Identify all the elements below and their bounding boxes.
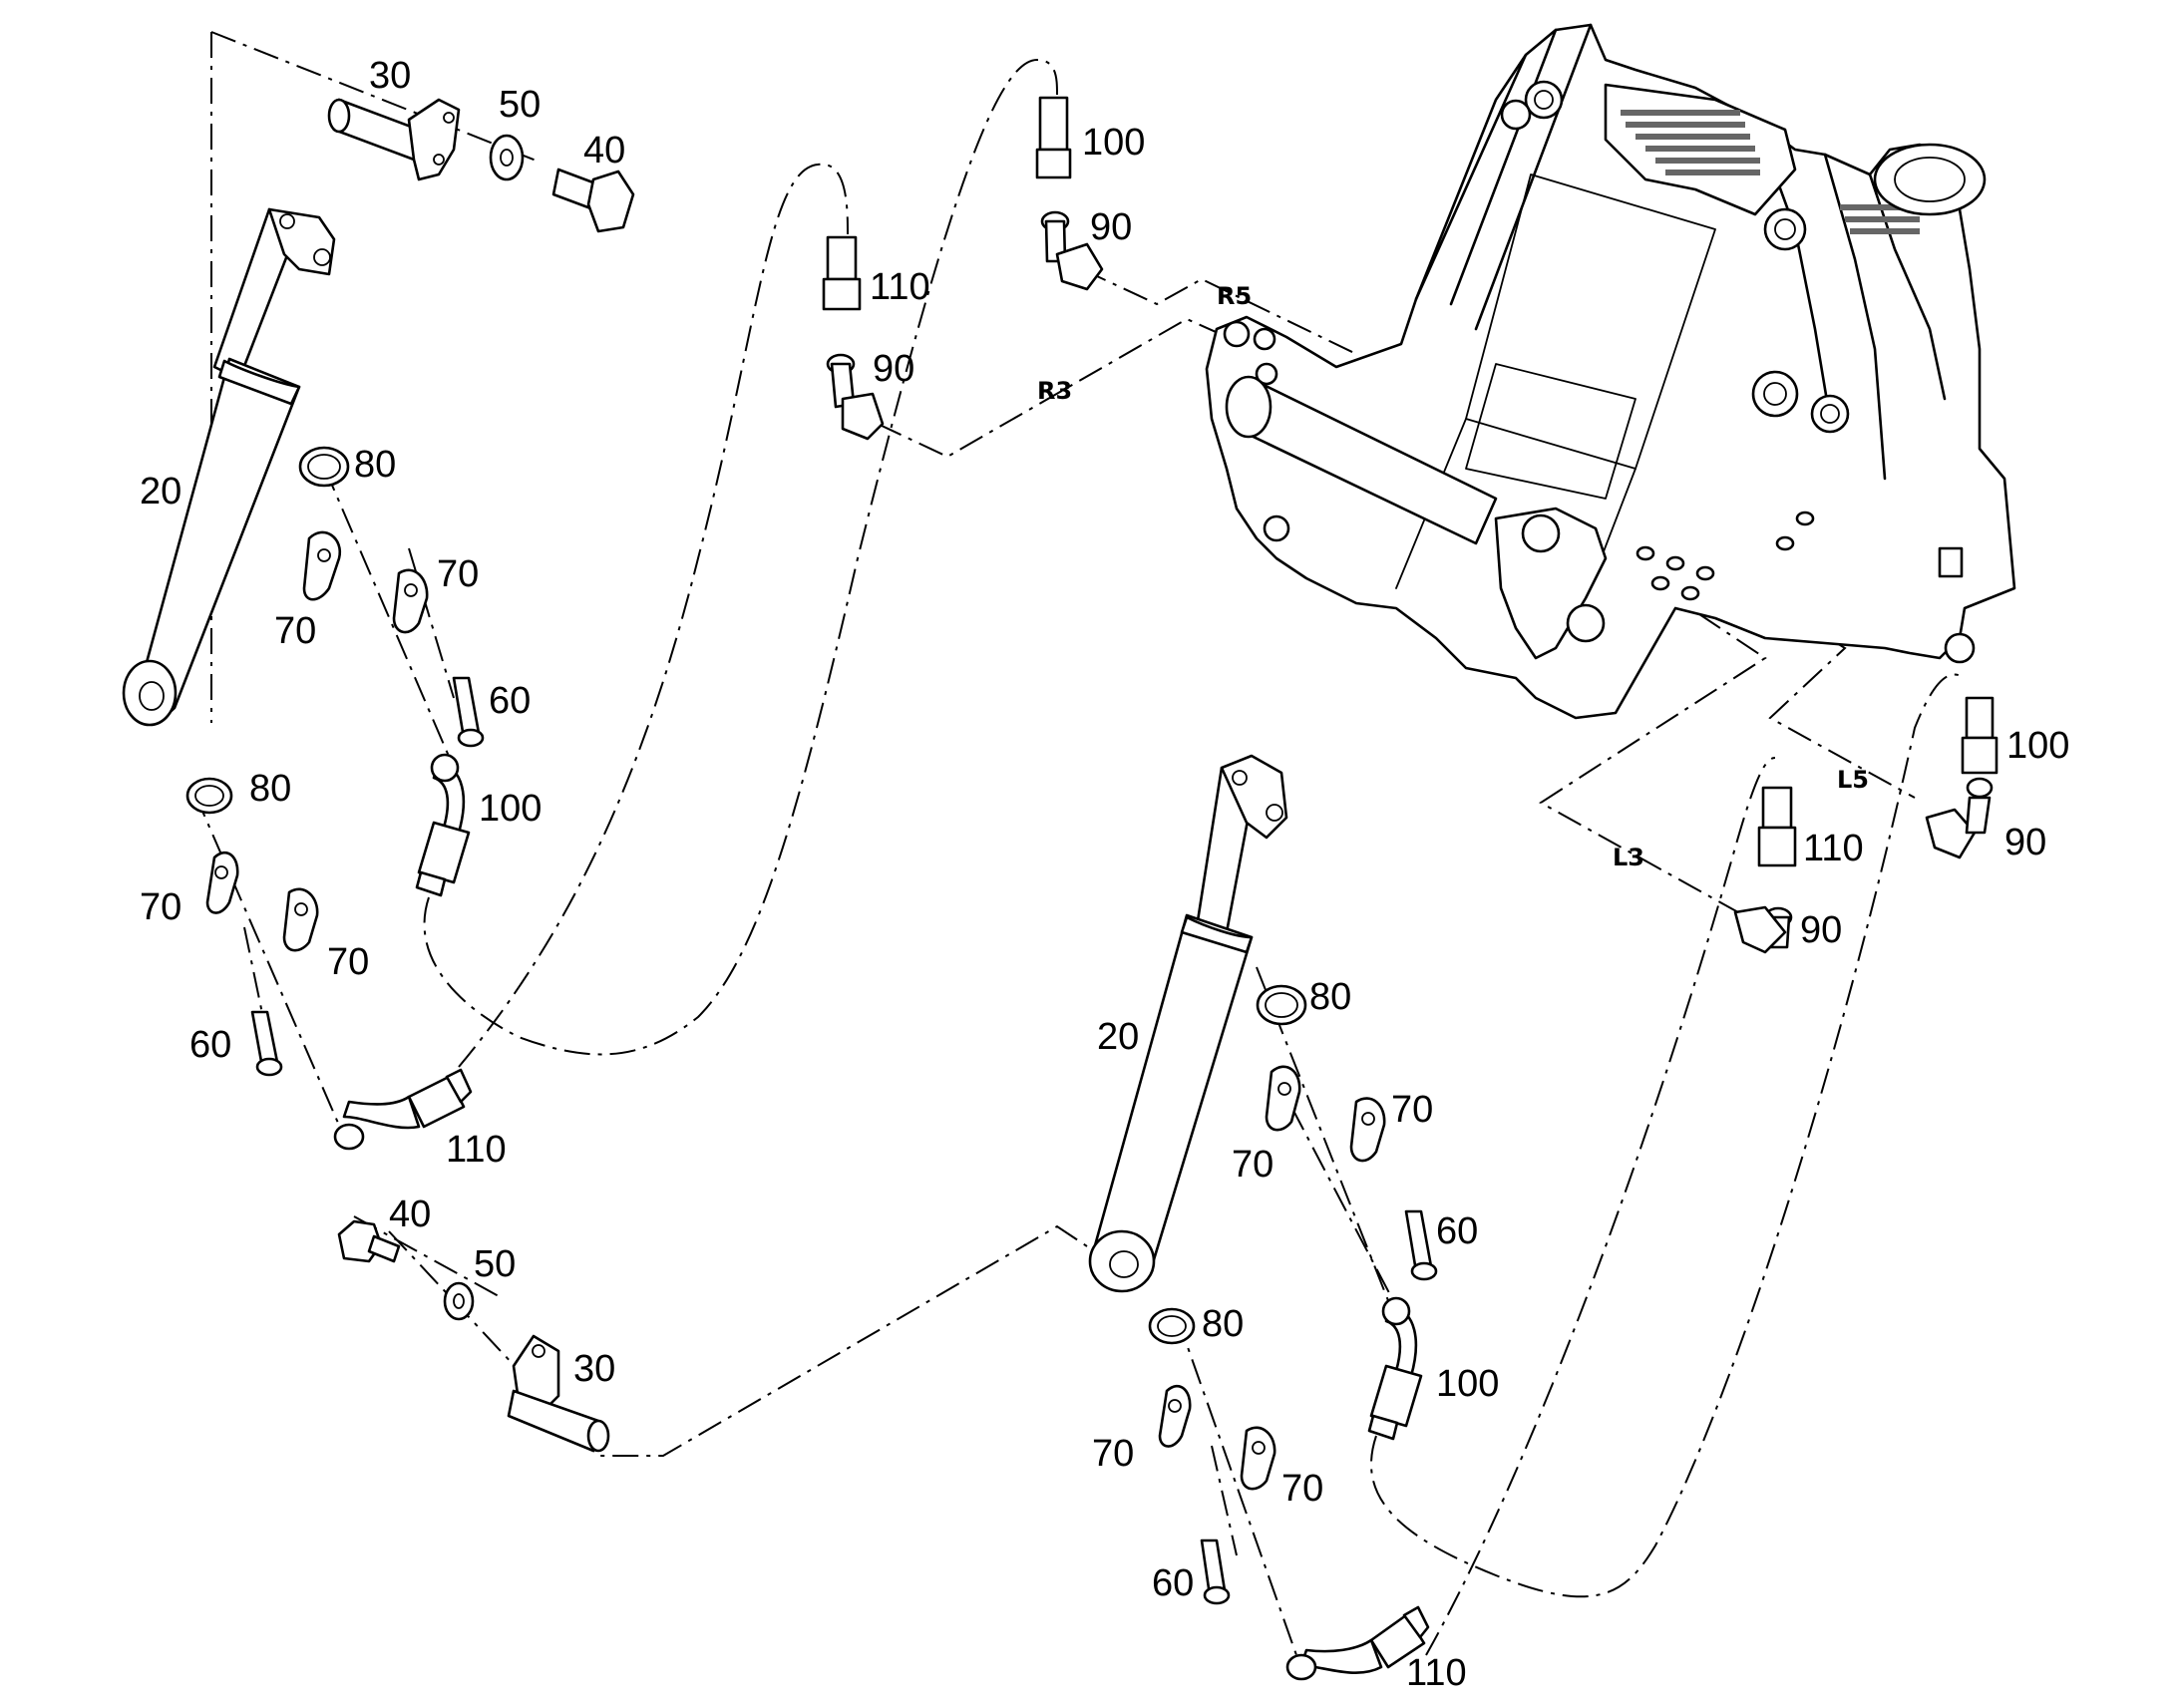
callout-30-upper: 30 (369, 55, 411, 97)
callout-80-c: 80 (1309, 976, 1351, 1018)
callout-100-d: 100 (2006, 725, 2069, 767)
callout-20-right: 20 (1097, 1016, 1139, 1058)
washer-50-upper (489, 134, 525, 181)
callout-100-a: 100 (479, 788, 542, 830)
callout-60-c: 60 (1436, 1210, 1478, 1252)
callout-70-d: 70 (327, 941, 369, 983)
callout-90-d: 90 (1800, 909, 1842, 951)
snap-ring-80-d (1148, 1307, 1196, 1345)
hose-fitting-100-d (1961, 696, 1998, 775)
callout-70-g: 70 (1092, 1433, 1134, 1475)
callout-80-b: 80 (249, 768, 291, 810)
pin-30-upper (327, 98, 461, 181)
port-tag-r3: R3 (1037, 377, 1072, 405)
callout-110-c: 110 (1406, 1652, 1467, 1694)
assembly-leader-lines (193, 31, 1966, 1656)
callout-100-b: 100 (1082, 122, 1145, 164)
hose-fitting-100-c (1367, 1296, 1423, 1441)
port-tag-r5: R5 (1217, 282, 1252, 310)
screw-60-b (250, 1010, 283, 1077)
screw-60-a (452, 676, 485, 748)
bolt-40-lower (337, 1219, 401, 1263)
callout-60-d: 60 (1152, 1562, 1194, 1604)
callout-50-lower: 50 (474, 1243, 516, 1285)
callout-70-h: 70 (1281, 1468, 1323, 1510)
hydraulic-cylinder-left (122, 207, 336, 727)
clip-70-h (1240, 1426, 1276, 1491)
callout-20-left: 20 (140, 471, 182, 512)
callout-70-c: 70 (140, 886, 182, 928)
clip-70-a (302, 530, 342, 601)
callout-110-a: 110 (446, 1129, 507, 1171)
clip-70-e (1265, 1065, 1301, 1132)
port-tag-l3: L3 (1613, 844, 1644, 871)
hose-fitting-110-b (822, 235, 862, 311)
hose-fitting-100-b (1035, 96, 1072, 179)
snap-ring-80-a (298, 446, 350, 488)
hydraulic-cylinder-right (1088, 754, 1288, 1293)
elbow-90-b (1040, 210, 1104, 291)
callout-100-c: 100 (1436, 1363, 1499, 1405)
callout-70-a: 70 (274, 610, 316, 652)
screw-60-c (1404, 1209, 1438, 1281)
clip-70-f (1349, 1097, 1386, 1163)
snap-ring-80-c (1256, 984, 1307, 1026)
elbow-90-c (1733, 905, 1793, 954)
callout-labels: 30 50 40 20 80 70 70 60 100 80 70 70 60 … (140, 55, 2069, 1694)
screw-60-d (1200, 1538, 1231, 1605)
clip-70-c (205, 851, 239, 914)
loader-frame-chassis (1205, 23, 2016, 720)
callout-40-lower: 40 (389, 1194, 431, 1235)
hose-fitting-110-c (1285, 1605, 1430, 1681)
callout-70-b: 70 (437, 553, 479, 595)
hose-fitting-100-a (415, 753, 471, 897)
callout-110-d: 110 (1803, 828, 1864, 869)
callout-50-upper: 50 (499, 84, 541, 126)
callout-60-a: 60 (489, 680, 531, 722)
callout-80-a: 80 (354, 444, 396, 486)
clip-70-g (1158, 1384, 1192, 1448)
elbow-90-a (826, 353, 885, 441)
callout-110-b: 110 (870, 266, 930, 308)
callout-40-upper: 40 (583, 130, 625, 171)
callout-90-c: 90 (2004, 822, 2046, 863)
callout-60-b: 60 (189, 1024, 231, 1066)
callout-70-e: 70 (1232, 1144, 1273, 1186)
pin-30-lower (507, 1334, 610, 1453)
callout-80-d: 80 (1202, 1303, 1244, 1345)
hydraulic-port-tags: R5 R3 L5 L3 (1037, 282, 1869, 871)
hose-fitting-110-a (333, 1068, 473, 1151)
hose-fitting-110-d (1757, 786, 1797, 867)
tread-plate (1621, 110, 1920, 234)
callout-30-lower: 30 (573, 1348, 615, 1390)
washer-50-lower (443, 1281, 475, 1321)
clip-70-b (392, 568, 429, 634)
callout-90-b: 90 (1090, 206, 1132, 248)
elbow-90-d (1925, 777, 1994, 859)
callout-70-f: 70 (1391, 1089, 1433, 1131)
port-tag-l5: L5 (1837, 766, 1869, 794)
snap-ring-80-b (185, 777, 233, 815)
frame-hydraulic-ports (1635, 511, 1815, 601)
clip-70-d (282, 887, 319, 952)
callout-90-a: 90 (873, 348, 914, 390)
bolt-40-upper (551, 168, 635, 233)
